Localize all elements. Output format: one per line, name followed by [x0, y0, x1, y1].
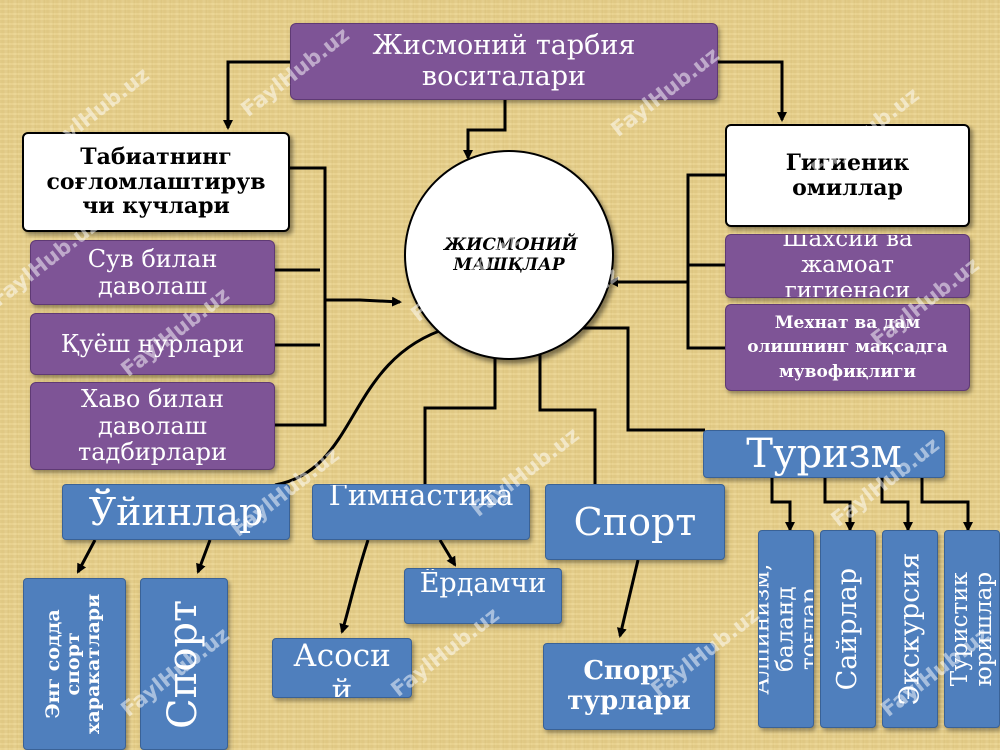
- sport-child-1: Спорт турлари: [543, 643, 715, 730]
- right-item-2: Мехнат ва дам олишнинг мақсадга мувофиқл…: [725, 304, 970, 391]
- right-item-1: Шахсий ва жамоат гигиенаси: [725, 234, 970, 298]
- gymnastics-text: Гимнастика: [328, 484, 514, 512]
- arrow-tourism-child-2: [823, 478, 855, 532]
- gymnastics-child-2: Ёрдамчи: [404, 568, 562, 624]
- games-text: Ўйинлар: [88, 489, 264, 534]
- left-item-2: Қуёш нурлари: [30, 313, 275, 375]
- tourism-child-1: Алпинизм, баланд тоғлар: [758, 530, 814, 728]
- games-child-1: Энг содда спорт харакатлари: [23, 578, 126, 750]
- left-item-3: Хаво билан даволаш тадбирлари: [30, 382, 275, 470]
- tourism-text: Туризм: [746, 430, 902, 477]
- arrow-title-to-right-header: [718, 60, 787, 122]
- left-item-2-text: Қуёш нурлари: [60, 329, 245, 358]
- right-bracket: [686, 173, 728, 350]
- center-text: ЖИСМОНИЙ МАШҚЛАР: [444, 234, 578, 275]
- arrow-gym-child-2: [438, 539, 457, 567]
- gymnastics-box: Гимнастика: [312, 484, 530, 540]
- arrow-sport-child-1: [616, 559, 640, 638]
- arrow-gym-child-1: [339, 539, 370, 634]
- gymnastics-child-1: Асосий: [272, 638, 412, 698]
- right-item-1-text: Шахсий ва жамоат гигиенаси: [782, 234, 913, 298]
- sport-box: Спорт: [545, 484, 725, 560]
- right-header-box: Гигиеник омиллар: [725, 124, 970, 227]
- left-header-box: Табиатнинг соғломлаштирув чи кучлари: [22, 132, 290, 232]
- right-header-text: Гигиеник омиллар: [785, 149, 910, 201]
- title-text: Жисмоний тарбия воситалари: [372, 30, 636, 92]
- arrow-left-to-center: [325, 296, 402, 307]
- sport-text: Спорт: [573, 499, 697, 544]
- tourism-child-2: Сайрлар: [820, 530, 876, 728]
- arrow-games-child-2: [196, 539, 212, 574]
- arrow-games-child-1: [76, 539, 97, 574]
- arrow-tourism-child-3: [880, 478, 913, 532]
- tourism-child-4: Туристик юришлар: [944, 530, 1000, 728]
- tourism-box: Туризм: [703, 430, 945, 478]
- games-child-1-text: Энг содда спорт харакатлари: [42, 593, 105, 735]
- arrow-gymnastics-to-center: [423, 348, 500, 484]
- left-item-3-text: Хаво билан даволаш тадбирлари: [77, 384, 228, 467]
- left-header-text: Табиатнинг соғломлаштирув чи кучлари: [46, 144, 266, 220]
- tourism-child-3: Экскурсия: [882, 530, 938, 728]
- games-box: Ўйинлар: [62, 484, 290, 540]
- right-item-2-text: Мехнат ва дам олишнинг мақсадга мувофиқл…: [747, 312, 948, 382]
- tourism-child-1-text: Алпинизм, баланд тоғлар: [758, 563, 814, 695]
- left-item-1-text: Сув билан даволаш: [87, 244, 218, 300]
- arrow-tourism-child-1: [770, 478, 795, 532]
- arrow-games-to-center: [274, 325, 450, 487]
- left-item-1: Сув билан даволаш: [30, 240, 275, 305]
- arrow-title-to-center: [463, 100, 507, 160]
- gymnastics-child-2-text: Ёрдамчи: [419, 568, 547, 599]
- gymnastics-child-1-text: Асосий: [293, 638, 391, 698]
- arrow-sport-to-center: [535, 333, 597, 484]
- arrow-title-to-left-header: [223, 60, 292, 130]
- title-box: Жисмоний тарбия воситалари: [290, 23, 718, 100]
- games-child-2: Спорт: [140, 578, 228, 750]
- sport-child-1-text: Спорт турлари: [567, 656, 691, 716]
- center-node: ЖИСМОНИЙ МАШҚЛАР: [404, 150, 614, 360]
- tourism-child-2-text: Сайрлар: [831, 567, 863, 691]
- arrow-tourism-to-center: [563, 323, 705, 432]
- left-bracket: [275, 166, 327, 427]
- arrow-tourism-child-4: [920, 478, 973, 532]
